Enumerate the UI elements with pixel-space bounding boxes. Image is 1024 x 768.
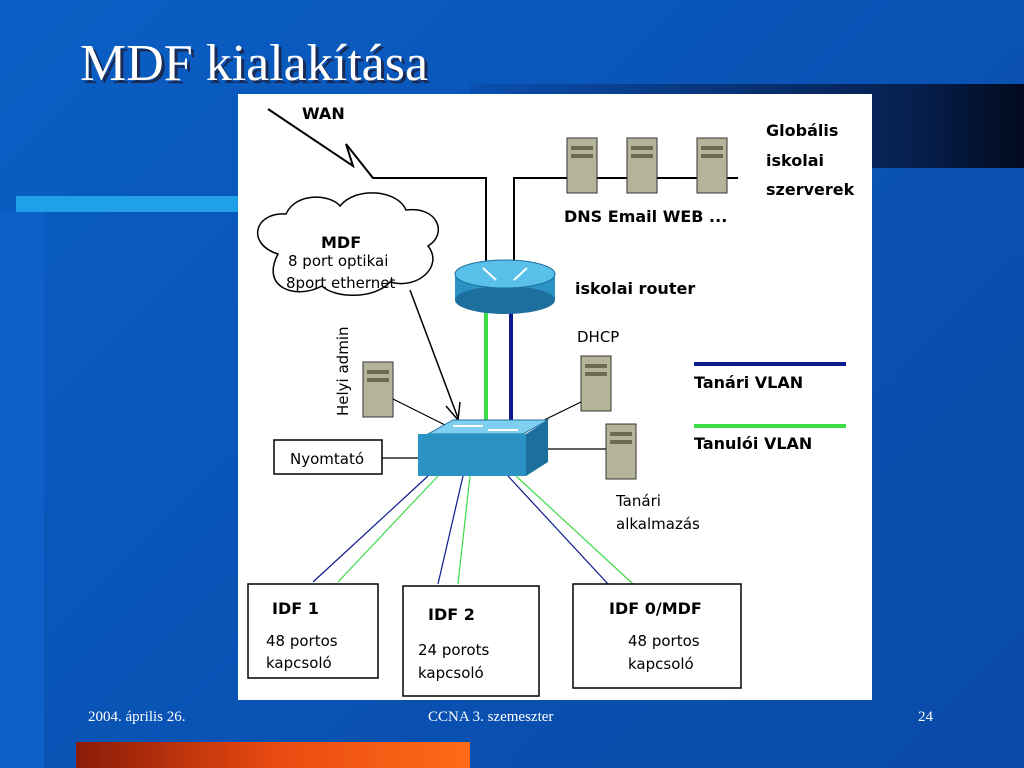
global-servers-line1: Globális xyxy=(766,121,838,140)
idf1-line2: kapcsoló xyxy=(266,654,332,672)
mdf-pointer-arrow xyxy=(409,289,459,419)
deco-cyan-bar xyxy=(16,196,238,212)
idf2-box xyxy=(402,585,540,697)
teacher-app-server-icon xyxy=(605,423,637,480)
footer-course: CCNA 3. szemeszter xyxy=(428,709,554,725)
idf1-title: IDF 1 xyxy=(272,599,319,618)
email-server-icon xyxy=(626,137,658,194)
teacher-app-line2: alkalmazás xyxy=(616,515,700,533)
mdf-cloud-title: MDF xyxy=(321,233,361,252)
router-label: iskolai router xyxy=(575,279,695,298)
deco-bottom-orange-bar xyxy=(76,742,470,768)
mdf-cloud-line1: 8 port optikai xyxy=(288,252,388,270)
idf2-line1: 24 porots xyxy=(418,641,489,659)
printer-box xyxy=(273,439,383,475)
idf0-box xyxy=(572,583,742,689)
idf1-box xyxy=(247,583,379,679)
mdf-cloud xyxy=(257,192,439,296)
printer-label: Nyomtató xyxy=(290,450,364,468)
network-diagram: WAN DNS Email WEB ... Globális iskolai s… xyxy=(238,94,872,700)
footer-page-number: 24 xyxy=(918,709,933,725)
router-icon xyxy=(454,259,556,314)
dns-server-icon xyxy=(566,137,598,194)
idf2-title: IDF 2 xyxy=(428,605,475,624)
footer-date: 2004. április 26. xyxy=(88,709,186,725)
web-server-icon xyxy=(696,137,728,194)
local-admin-server-icon xyxy=(362,361,394,418)
global-servers-line2: iskolai xyxy=(766,151,824,170)
legend-teacher-label: Tanári VLAN xyxy=(694,373,803,392)
dhcp-server-icon xyxy=(580,355,612,412)
slide-title: MDF kialakítása xyxy=(80,35,429,92)
wan-link xyxy=(267,108,487,269)
idf0-line1: 48 portos xyxy=(628,632,700,650)
deco-left-panel xyxy=(0,212,44,768)
server-link xyxy=(513,177,738,269)
idf1-line1: 48 portos xyxy=(266,632,338,650)
teacher-app-line1: Tanári xyxy=(615,492,661,510)
global-servers-line3: szerverek xyxy=(766,180,855,199)
wan-label: WAN xyxy=(302,104,345,123)
idf0-title: IDF 0/MDF xyxy=(609,599,702,618)
switch-icon xyxy=(418,419,550,476)
idf0-line2: kapcsoló xyxy=(628,655,694,673)
dhcp-label: DHCP xyxy=(577,328,619,346)
server-labels: DNS Email WEB ... xyxy=(564,207,727,226)
legend-student-label: Tanulói VLAN xyxy=(694,434,812,453)
local-admin-label: Helyi admin xyxy=(334,327,352,417)
mdf-cloud-line2: 8port ethernet xyxy=(286,274,396,292)
idf2-line2: kapcsoló xyxy=(418,664,484,682)
